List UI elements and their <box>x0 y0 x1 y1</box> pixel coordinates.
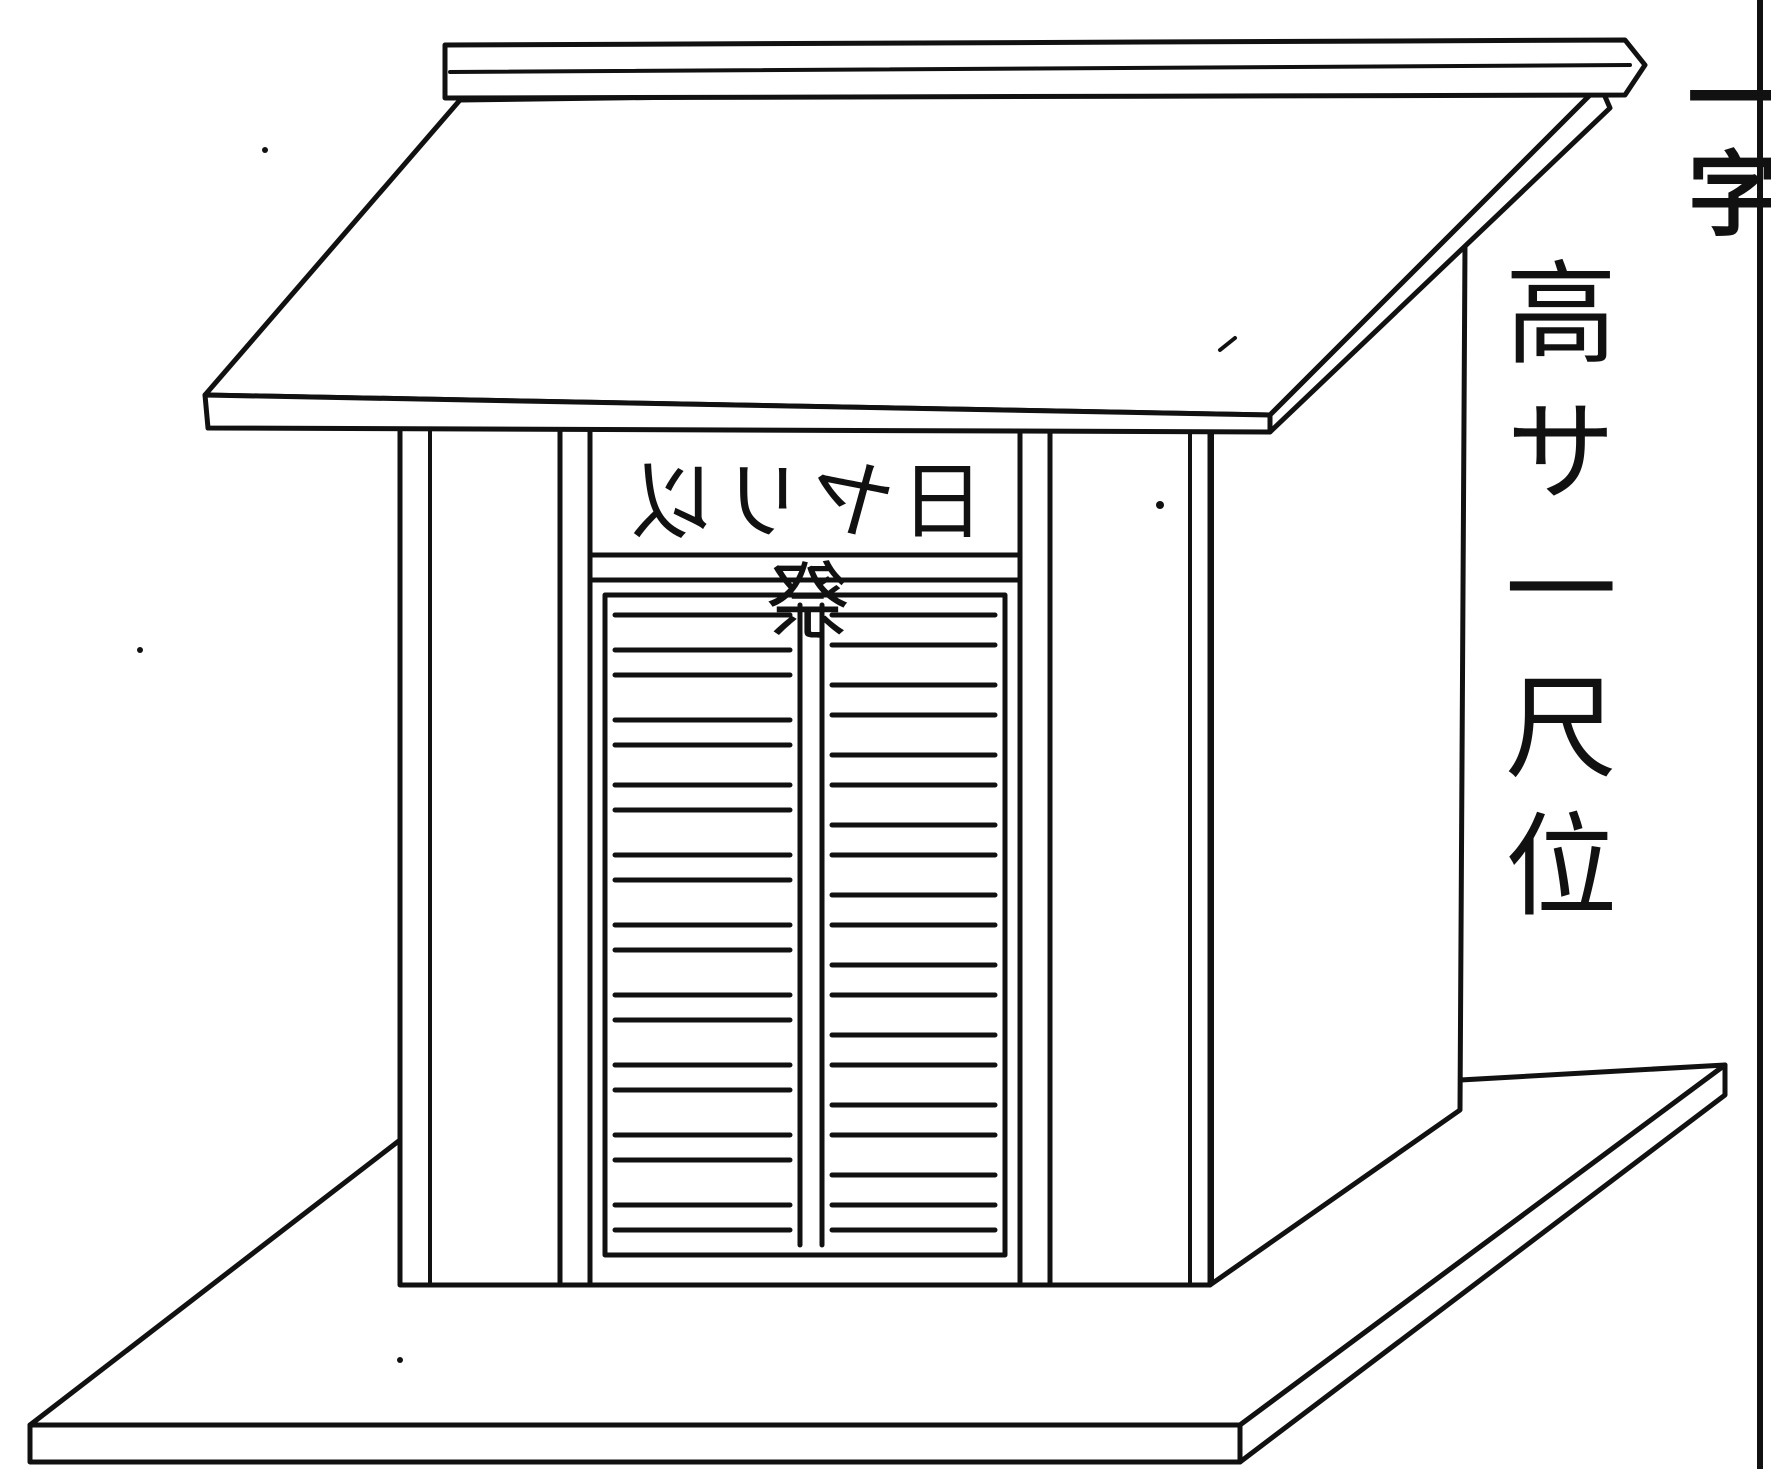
lattice-doors <box>602 592 1008 1258</box>
roof <box>202 37 1648 435</box>
ink-specks <box>137 147 1237 1363</box>
corner-characters: 一字 <box>1672 50 1771 242</box>
name-plaque <box>587 552 1023 583</box>
right-door-slats <box>829 612 998 1233</box>
height-annotation: 高サ一尺位 <box>1486 255 1616 945</box>
plaque-inscription: 日ヤリ以祭 <box>625 453 986 651</box>
page-border-line <box>1757 0 1763 1469</box>
left-door-slats <box>612 612 793 1233</box>
